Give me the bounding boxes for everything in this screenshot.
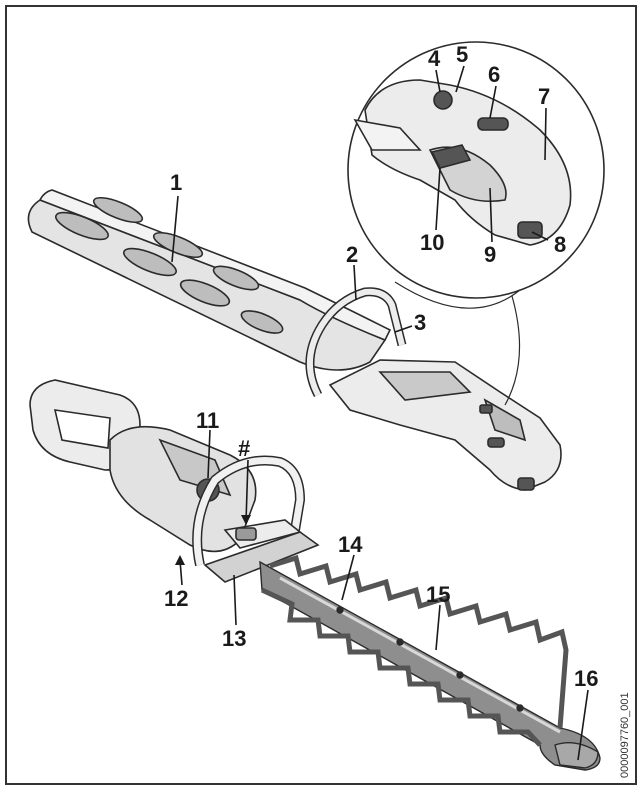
lower-trimmer-body bbox=[29, 379, 320, 583]
callout-14: 14 bbox=[338, 532, 363, 557]
callout-6: 6 bbox=[488, 62, 500, 87]
callout-10: 10 bbox=[420, 230, 444, 255]
callout-9: 9 bbox=[484, 242, 496, 267]
detail-magnifier bbox=[347, 41, 605, 406]
leader-lines bbox=[171, 65, 589, 761]
callout-hash: # bbox=[238, 436, 250, 461]
callout-1: 1 bbox=[170, 170, 182, 195]
callout-13: 13 bbox=[222, 626, 246, 651]
callout-16: 16 bbox=[574, 666, 598, 691]
callout-3: 3 bbox=[414, 310, 426, 335]
blade-cover bbox=[27, 189, 392, 371]
arrowhead-hash bbox=[241, 515, 251, 525]
callout-8: 8 bbox=[554, 232, 566, 257]
callout-15: 15 bbox=[426, 582, 450, 607]
callout-11: 11 bbox=[196, 408, 219, 433]
callout-2: 2 bbox=[346, 242, 358, 267]
callout-4: 4 bbox=[428, 46, 441, 71]
arrowhead-12 bbox=[175, 555, 185, 565]
upper-trimmer-body bbox=[305, 287, 562, 491]
cutting-blade bbox=[259, 554, 601, 771]
callout-12: 12 bbox=[164, 586, 188, 611]
callout-5: 5 bbox=[456, 42, 468, 67]
document-id: 0000097760_001 bbox=[619, 692, 631, 778]
callout-7: 7 bbox=[538, 84, 550, 109]
